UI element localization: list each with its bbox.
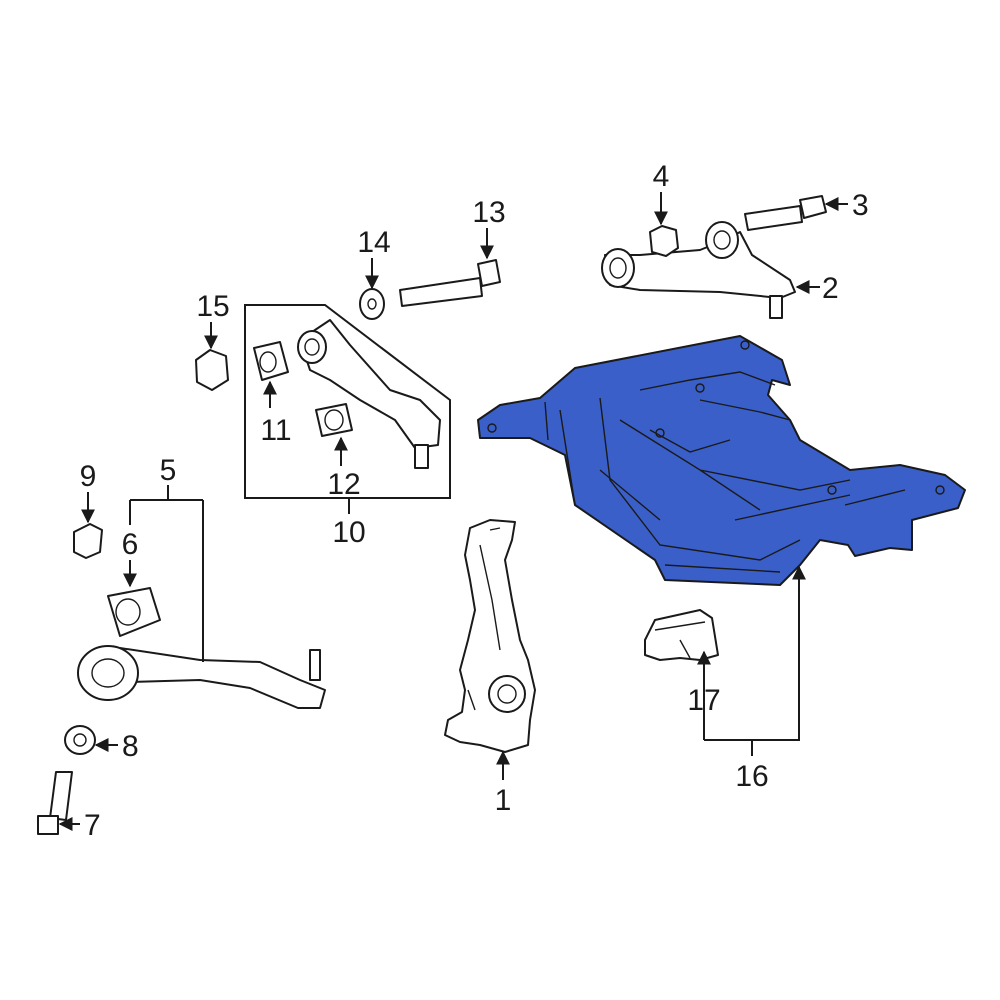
lower-control-arm-5[interactable] [77, 645, 326, 709]
callout-2: 2 [822, 272, 839, 305]
callout-4: 4 [653, 160, 670, 193]
washer-14[interactable] [359, 288, 385, 320]
bushing-12[interactable] [315, 403, 353, 437]
bushing-6[interactable] [107, 587, 161, 637]
bolt-13[interactable] [399, 259, 501, 307]
upper-control-arm-2[interactable] [601, 221, 796, 319]
bushing-11[interactable] [253, 341, 289, 381]
bolt-3[interactable] [744, 195, 827, 231]
callout-12: 12 [327, 468, 360, 501]
lower-arm-10[interactable] [297, 319, 441, 469]
steering-knuckle-1[interactable] [444, 519, 536, 753]
callout-10: 10 [332, 516, 365, 549]
callout-6: 6 [122, 528, 139, 561]
group-box-10 [244, 304, 451, 499]
callout-9: 9 [80, 460, 97, 493]
callout-7: 7 [84, 809, 101, 842]
nut-4[interactable] [649, 225, 679, 257]
callout-13: 13 [472, 196, 505, 229]
callout-8: 8 [122, 730, 139, 763]
callout-17: 17 [687, 684, 720, 717]
callout-5: 5 [160, 454, 177, 487]
subframe-crossmember-16[interactable] [477, 335, 966, 586]
callout-15: 15 [196, 290, 229, 323]
callout-labels: 1 2 3 4 5 6 7 8 9 10 11 12 13 14 15 16 1… [80, 160, 869, 842]
nut-15[interactable] [195, 349, 229, 391]
callout-14: 14 [357, 226, 390, 259]
callout-16: 16 [735, 760, 768, 793]
nut-9[interactable] [73, 523, 103, 559]
leader-lines [58, 192, 848, 831]
bracket-17[interactable] [644, 609, 719, 661]
callout-3: 3 [852, 189, 869, 222]
bushing-8[interactable] [64, 725, 96, 755]
callout-1: 1 [495, 784, 512, 817]
callout-11: 11 [260, 414, 291, 447]
